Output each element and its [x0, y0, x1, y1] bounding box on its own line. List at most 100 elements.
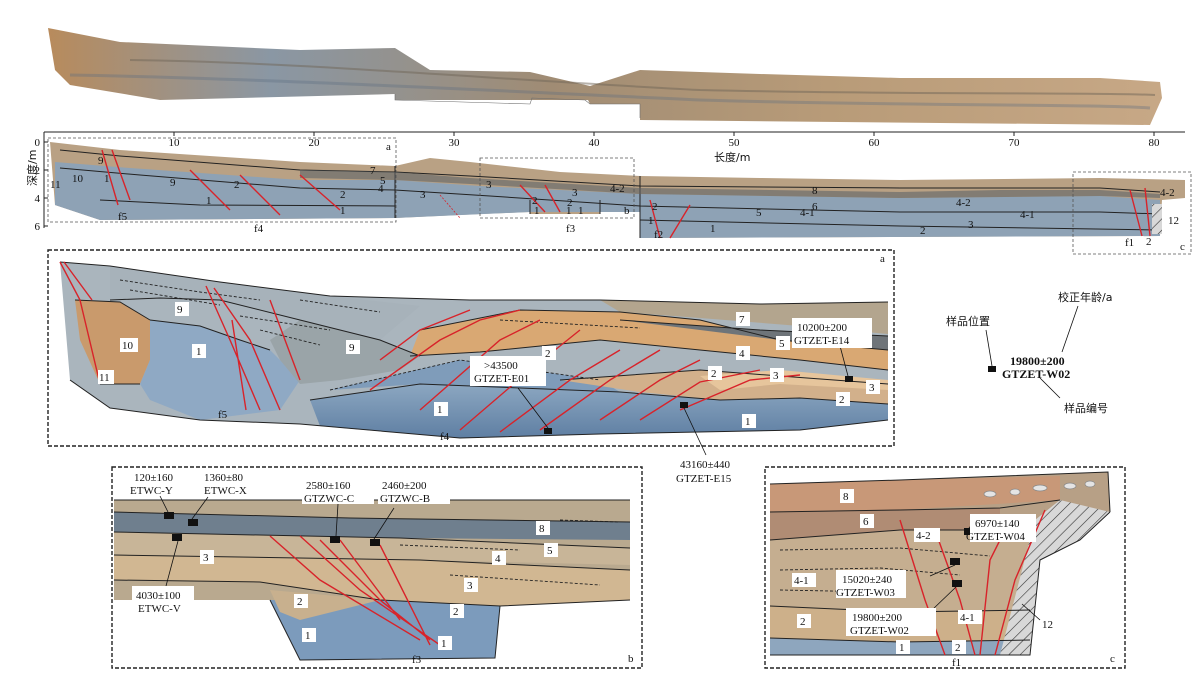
sample-age: 43160±440 [680, 459, 731, 471]
unit-label: 1 [745, 416, 751, 428]
unit-label: 2 [545, 348, 551, 360]
unit-label: 1 [648, 215, 654, 227]
unit-label: 7 [370, 165, 376, 177]
sample-marker [845, 376, 853, 382]
sample-id: ETWC-V [138, 603, 181, 615]
y-tick: 6 [35, 221, 41, 233]
sample-age: 2580±160 [306, 480, 351, 492]
unit-label: 12 [1042, 619, 1053, 631]
overview-letter-b: b [624, 205, 630, 217]
sample-age: >43500 [484, 360, 518, 372]
unit-label: 1 [305, 630, 311, 642]
legend-sample-marker [988, 366, 996, 372]
panel-b-frame [111, 466, 643, 669]
unit-label: 3 [773, 370, 779, 382]
y-axis-ticks: 0 2 4 6 [35, 137, 48, 233]
x-tick: 40 [589, 137, 601, 149]
sample-age: 6970±140 [975, 518, 1020, 530]
unit-label: 11 [50, 179, 61, 191]
unit-label: 2 [920, 225, 926, 237]
sample-age: 15020±240 [842, 574, 893, 586]
unit-label: 2 [532, 195, 538, 207]
panel-a-unit-labels: 9 10 1 11 9 2 7 5 4 2 3 3 1 2 1 [98, 302, 880, 428]
unit-label: 1 [196, 346, 202, 358]
unit-label: 1 [710, 223, 716, 235]
fault-label: f1 [1125, 237, 1134, 249]
unit-label: 3 [486, 179, 492, 191]
unit-label: 10 [122, 340, 134, 352]
y-axis-label: 深度/m [25, 150, 39, 186]
sample-marker [964, 528, 974, 535]
x-tick: 20 [309, 137, 321, 149]
unit-label: 1 [104, 173, 110, 185]
overview-box-b [479, 157, 635, 219]
sample-id: GTZWC-B [380, 493, 430, 505]
unit-label: 1 [340, 205, 346, 217]
sample-age: 2460±200 [382, 480, 427, 492]
panel-c: c 6970±140 GTZET-W04 15020±240 GTZET-W03 [764, 466, 1126, 669]
unit-label: 11 [99, 372, 110, 384]
sample-marker [950, 558, 960, 565]
unit-label: 1 [206, 195, 212, 207]
unit-label: 4-1 [794, 575, 809, 587]
unit-label: 1 [566, 205, 572, 217]
unit-label: 10 [72, 173, 84, 185]
unit-label: 3 [420, 189, 426, 201]
sample-id: GTZET-E15 [676, 473, 732, 485]
sample-marker [680, 402, 688, 408]
sample-marker [188, 519, 198, 526]
unit-label: 1 [441, 638, 447, 650]
sample-id: ETWC-X [204, 485, 247, 497]
y-tick: 2 [35, 165, 41, 177]
sample-id: GTZET-W04 [966, 531, 1025, 543]
unit-label: 4 [495, 553, 501, 565]
x-tick: 80 [1149, 137, 1161, 149]
sample-age: 10200±200 [797, 322, 848, 334]
overview-fault-labels: f5 f4 f3 f2 f1 [118, 211, 1134, 249]
y-tick: 4 [35, 193, 41, 205]
panel-a-letter: a [880, 253, 885, 265]
unit-label: 5 [779, 338, 785, 350]
unit-label: 2 [800, 616, 806, 628]
x-axis-label: 长度/m [714, 150, 750, 164]
panel-c-frame [764, 466, 1126, 669]
unit-label: 8 [812, 185, 818, 197]
unit-label: 4-1 [800, 207, 815, 219]
fault-label: f3 [412, 654, 422, 666]
x-axis-ticks: 10 20 30 40 50 60 70 80 [169, 132, 1161, 149]
unit-label: 1 [578, 205, 584, 217]
sample-marker [172, 534, 182, 541]
legend-sample-position: 样品位置 [946, 314, 990, 328]
sample-age: 120±160 [134, 472, 174, 484]
unit-label: 4-2 [916, 530, 931, 542]
panel-a: a [47, 249, 895, 485]
unit-label: 9 [170, 177, 176, 189]
unit-label: 1 [437, 404, 443, 416]
unit-label: 7 [739, 314, 745, 326]
sample-id: ETWC-Y [130, 485, 173, 497]
unit-label: 9 [349, 342, 355, 354]
sample-legend: 校正年龄/a 样品位置 19800±200 GTZET-W02 样品编号 [946, 290, 1112, 415]
unit-label: 4 [378, 183, 384, 195]
unit-label: 4-1 [960, 612, 975, 624]
panel-b-unit-labels: 8 4 5 3 3 2 2 1 1 [200, 521, 558, 650]
unit-label: 3 [968, 219, 974, 231]
unit-label: 9 [98, 155, 104, 167]
fault-label: f1 [952, 657, 961, 669]
unit-label: 1 [899, 642, 905, 654]
y-tick: 0 [35, 137, 41, 149]
fault-label: f3 [566, 223, 576, 235]
trench-photo [48, 28, 1162, 125]
sample-marker [952, 580, 962, 587]
fault-label: f4 [440, 431, 450, 443]
unit-label: 2 [340, 189, 346, 201]
sample-marker [164, 512, 174, 519]
sample-marker [330, 536, 340, 543]
overview-log: 10 20 30 40 50 60 70 80 0 2 4 6 长度/m 深度/… [25, 131, 1192, 255]
sample-marker [370, 539, 380, 546]
fault-label: f5 [118, 211, 128, 223]
legend-sample-number: 样品编号 [1064, 401, 1108, 415]
unit-label: 4-2 [610, 183, 625, 195]
unit-label: 5 [756, 207, 762, 219]
